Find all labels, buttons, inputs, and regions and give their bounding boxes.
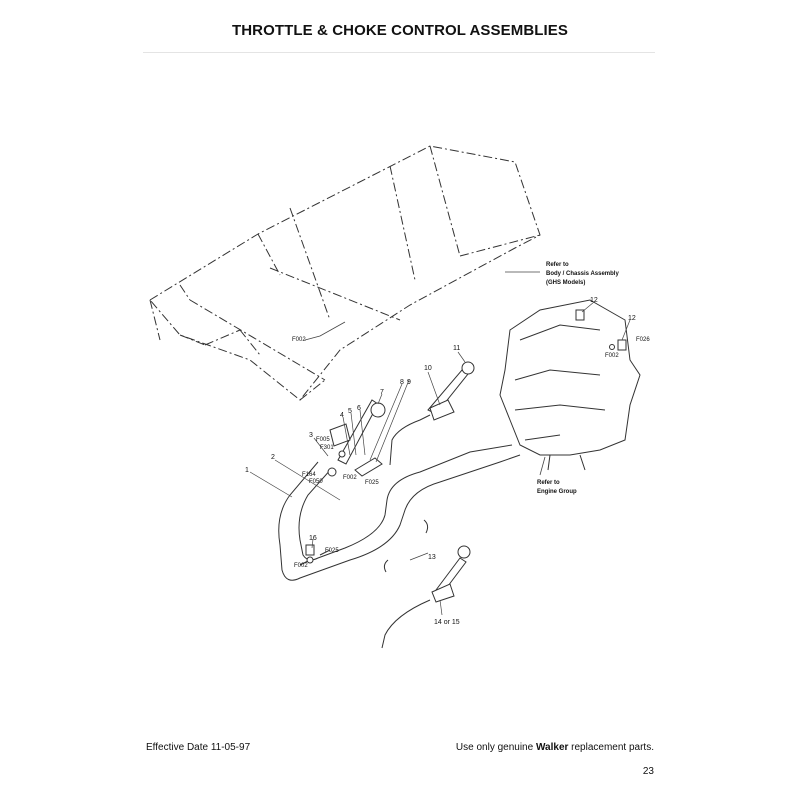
fastener-f026: F026 bbox=[636, 337, 650, 343]
brand-name: Walker bbox=[535, 742, 569, 753]
refer-body-line3: (GHS Models) bbox=[546, 280, 585, 286]
fastener-f301: F301 bbox=[320, 445, 334, 451]
fastener-f050: F050 bbox=[309, 479, 323, 485]
fastener-f025-clamp: F025 bbox=[325, 548, 339, 554]
clip-brackets-13 bbox=[383, 519, 429, 573]
replacement-parts-note: Use only genuine Walker replacement part… bbox=[456, 742, 654, 753]
refer-engine-line2: Engine Group bbox=[537, 489, 577, 495]
callout-2: 2 bbox=[271, 454, 275, 461]
engine-bracket-clips bbox=[575, 309, 627, 351]
refer-body-line1: Refer to bbox=[546, 262, 569, 268]
engine-outline bbox=[499, 299, 641, 471]
lever-assembly-main bbox=[327, 399, 386, 477]
effective-date: Effective Date 11-05-97 bbox=[146, 742, 251, 753]
callout-11: 11 bbox=[453, 345, 460, 352]
cable-clamp-16 bbox=[305, 544, 315, 564]
refer-body-line2: Body / Chassis Assembly bbox=[546, 271, 619, 277]
callout-3: 3 bbox=[309, 432, 313, 439]
fastener-f164: F164 bbox=[302, 472, 316, 478]
callout-4: 4 bbox=[340, 412, 344, 419]
replacement-suffix: replacement parts. bbox=[568, 742, 654, 753]
page-number: 23 bbox=[642, 766, 654, 777]
callout-7: 7 bbox=[380, 389, 384, 396]
callout-14-or-15: 14 or 15 bbox=[434, 619, 460, 626]
fastener-f005: F005 bbox=[316, 437, 330, 443]
lever-assembly-upper bbox=[427, 361, 475, 421]
page-title: THROTTLE & CHOKE CONTROL ASSEMBLIES bbox=[231, 22, 568, 39]
fastener-f002-engine: F002 bbox=[605, 353, 619, 359]
callout-12a: 12 bbox=[590, 297, 598, 304]
refer-engine-line1: Refer to bbox=[537, 480, 560, 486]
throttle-choke-cables bbox=[278, 414, 521, 649]
callout-12b: 12 bbox=[628, 315, 636, 322]
fastener-f002-lever: F002 bbox=[343, 475, 357, 481]
fastener-f025-lever: F025 bbox=[365, 480, 379, 486]
chassis-body-outline bbox=[149, 145, 541, 401]
title-divider bbox=[143, 52, 655, 53]
callout-5: 5 bbox=[348, 408, 352, 415]
fastener-f002-clamp: F002 bbox=[294, 563, 308, 569]
callout-6: 6 bbox=[357, 405, 361, 412]
fastener-f002-body: F002 bbox=[292, 337, 306, 343]
callout-16: 16 bbox=[309, 535, 317, 542]
replacement-prefix: Use only genuine bbox=[455, 742, 536, 753]
callout-9: 9 bbox=[407, 379, 411, 386]
lever-assembly-lower bbox=[431, 545, 471, 603]
callout-13: 13 bbox=[428, 554, 436, 561]
callout-8: 8 bbox=[400, 379, 404, 386]
callout-10: 10 bbox=[424, 365, 432, 372]
callout-1: 1 bbox=[245, 467, 249, 474]
